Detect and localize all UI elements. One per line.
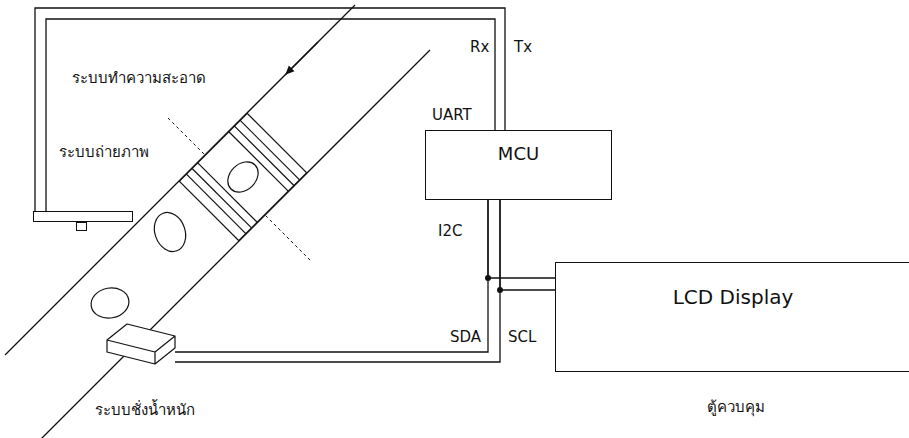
conveyor-edge	[5, 5, 355, 355]
wire-line	[500, 200, 555, 290]
wire-line	[175, 200, 500, 362]
signal-label: I2C	[436, 222, 464, 240]
camera-lens	[76, 222, 87, 231]
signal-label: ระบบทำความสะอาด	[70, 66, 208, 90]
cleaning-rollers	[179, 113, 306, 240]
signal-label: Rx	[468, 38, 491, 56]
signal-wire	[175, 200, 500, 362]
node-label: MCU	[426, 131, 611, 164]
wire-line	[488, 200, 555, 278]
signal-label: SCL	[506, 328, 538, 346]
mcu-box: MCU	[425, 130, 612, 200]
signal-wire	[488, 200, 555, 290]
junction-dot	[485, 275, 491, 281]
camera-unit: ระบบถ่ายภาพ	[33, 211, 133, 222]
signal-label: SDA	[448, 328, 483, 346]
junction-dot	[497, 287, 503, 293]
node-label: ระบบชั่งน้ำหนัก	[45, 398, 245, 422]
signal-label: UART	[430, 106, 474, 124]
lcd-display: LCD Display	[555, 262, 909, 372]
signal-label: ตู้ควบคุม	[705, 395, 767, 419]
node-label: ระบบถ่ายภาพ	[59, 140, 149, 164]
direction-arrow	[286, 42, 318, 74]
scale-shape	[105, 322, 177, 366]
signal-label: Tx	[512, 38, 534, 56]
weighing-unit: ระบบชั่งน้ำหนัก	[105, 322, 177, 366]
egg	[149, 208, 191, 256]
egg	[89, 285, 132, 321]
wire-line	[175, 200, 488, 352]
conveyor-edge	[40, 50, 430, 438]
node-label: LCD Display	[556, 263, 909, 309]
